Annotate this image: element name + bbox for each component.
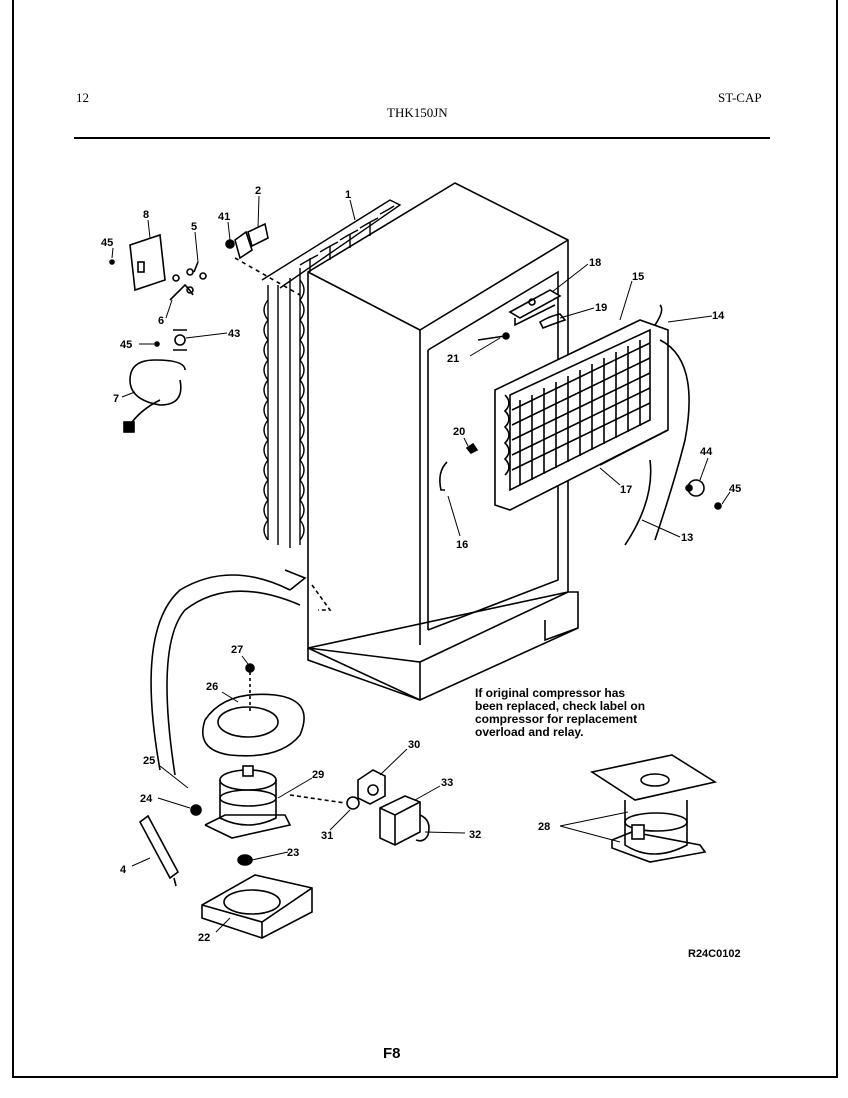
callout-19: 19 xyxy=(595,302,607,314)
note-line: If original compressor has xyxy=(475,686,626,700)
replacement-compressor xyxy=(589,754,718,863)
callout-44: 44 xyxy=(700,446,713,458)
note-line: overload and relay. xyxy=(475,725,584,739)
note-line: compressor for replacement xyxy=(475,712,638,726)
callout-13: 13 xyxy=(681,532,693,544)
note-line: been replaced, check label on xyxy=(475,699,646,713)
upper-left-parts xyxy=(109,222,301,433)
callout-1: 1 xyxy=(345,189,351,201)
callout-15: 15 xyxy=(632,271,644,283)
diagram-code: R24C0102 xyxy=(688,948,741,960)
callout-18: 18 xyxy=(589,257,601,269)
model-number: THK150JN xyxy=(387,105,448,120)
callout-33: 33 xyxy=(441,777,453,789)
callout-8: 8 xyxy=(143,209,149,221)
callout-14: 14 xyxy=(712,310,725,322)
callout-45-right: 45 xyxy=(729,483,741,495)
condenser-coil xyxy=(261,199,402,548)
callout-29: 29 xyxy=(312,769,324,781)
callouts: 8 45 5 41 2 1 6 45 43 7 18 15 19 14 21 2… xyxy=(101,185,741,944)
callout-20: 20 xyxy=(453,426,465,438)
callout-31: 31 xyxy=(321,830,333,842)
interior-small-parts xyxy=(439,332,510,491)
leader-lines xyxy=(111,195,731,933)
callout-24: 24 xyxy=(140,793,153,805)
callout-45-mid: 45 xyxy=(120,339,132,351)
page-code: F8 xyxy=(383,1045,401,1062)
page-frame xyxy=(12,0,838,1078)
callout-25: 25 xyxy=(143,755,155,767)
page-number: 12 xyxy=(76,90,89,105)
callout-2: 2 xyxy=(255,185,261,197)
fan-bracket xyxy=(508,289,567,330)
callout-45-top: 45 xyxy=(101,237,113,249)
callout-43: 43 xyxy=(228,328,240,340)
callout-23: 23 xyxy=(287,847,299,859)
callout-6: 6 xyxy=(158,315,164,327)
callout-30: 30 xyxy=(408,739,420,751)
callout-7: 7 xyxy=(113,393,119,405)
callout-28: 28 xyxy=(538,821,550,833)
callout-16: 16 xyxy=(456,539,468,551)
callout-4: 4 xyxy=(120,864,127,876)
callout-17: 17 xyxy=(620,484,632,496)
thermostat-knob xyxy=(685,479,722,510)
compressor-note: If original compressor has been replaced… xyxy=(475,687,695,739)
header-rule xyxy=(74,137,770,139)
callout-21: 21 xyxy=(447,353,459,365)
callout-41: 41 xyxy=(218,211,230,223)
callout-32: 32 xyxy=(469,829,481,841)
callout-22: 22 xyxy=(198,932,210,944)
section-code: ST-CAP xyxy=(718,90,762,105)
compressor-assembly xyxy=(138,569,430,939)
callout-27: 27 xyxy=(231,644,243,656)
callout-26: 26 xyxy=(206,681,218,693)
callout-5: 5 xyxy=(191,221,197,233)
evaporator xyxy=(494,304,690,546)
